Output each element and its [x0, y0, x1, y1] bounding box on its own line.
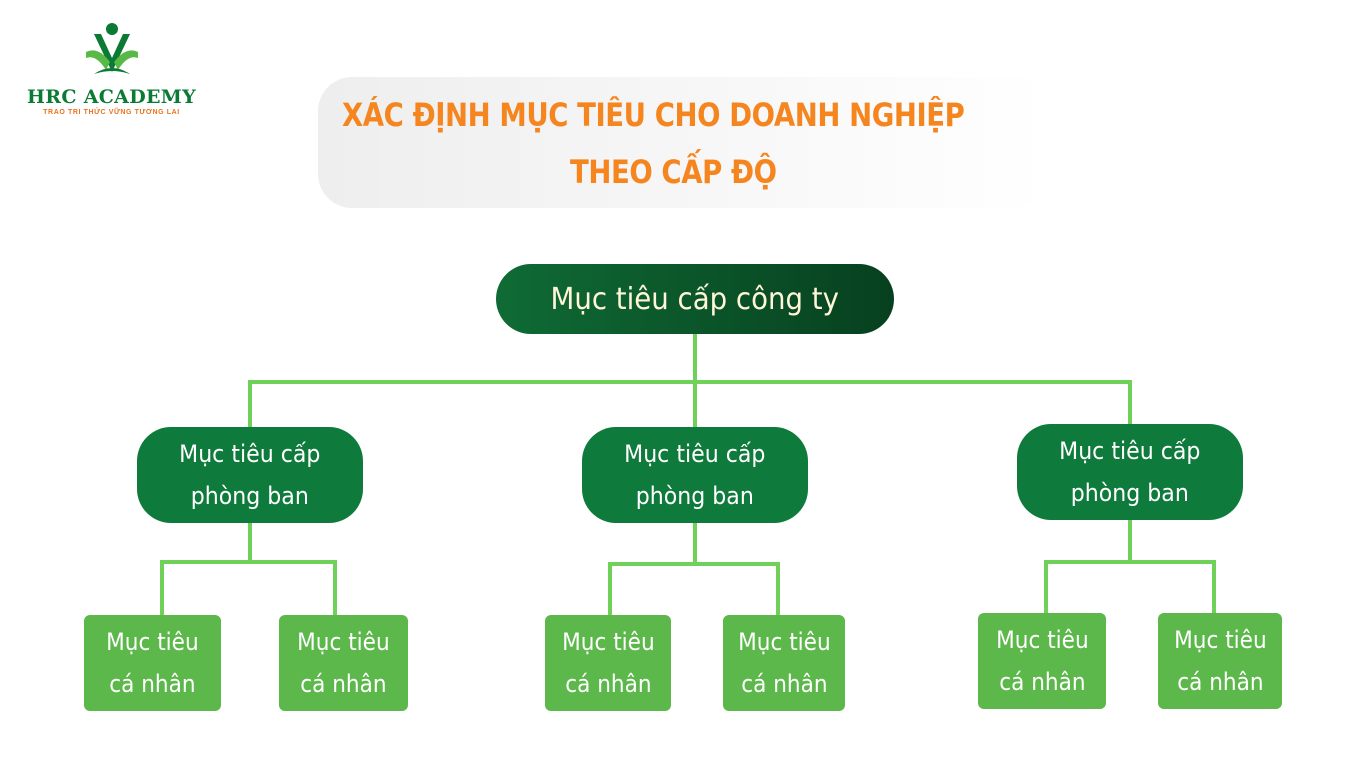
page-title-line2: THEO CẤP ĐỘ — [570, 153, 777, 191]
individual-goal-node-2a: Mục tiêu cá nhân — [545, 615, 671, 711]
individual-goal-label: Mục tiêu cá nhân — [106, 628, 199, 698]
title-panel — [318, 77, 1048, 208]
individual-goal-node-1a: Mục tiêu cá nhân — [84, 615, 221, 711]
page-title-line1: XÁC ĐỊNH MỤC TIÊU CHO DOANH NGHIỆP — [342, 96, 965, 134]
department-goal-node-2: Mục tiêu cấp phòng ban — [582, 427, 808, 523]
individual-goal-label: Mục tiêu cá nhân — [561, 628, 655, 698]
individual-goal-label: Mục tiêu cá nhân — [995, 626, 1089, 696]
department-goal-node-3: Mục tiêu cấp phòng ban — [1017, 424, 1243, 520]
individual-goal-node-2b: Mục tiêu cá nhân — [723, 615, 845, 711]
department-goal-node-1: Mục tiêu cấp phòng ban — [137, 427, 363, 523]
brand-name: HRC ACADEMY — [27, 86, 196, 108]
department-goal-label: Mục tiêu cấp phòng ban — [1059, 437, 1201, 507]
individual-goal-node-1b: Mục tiêu cá nhân — [279, 615, 408, 711]
department-goal-label: Mục tiêu cấp phòng ban — [624, 440, 766, 510]
hrc-logo-icon — [85, 23, 138, 74]
individual-goal-label: Mục tiêu cá nhân — [1173, 626, 1267, 696]
brand-logo: HRC ACADEMY TRAO TRI THỨC VỮNG TƯƠNG LAI — [24, 22, 199, 116]
individual-goal-label: Mục tiêu cá nhân — [737, 628, 831, 698]
individual-goal-label: Mục tiêu cá nhân — [297, 628, 390, 698]
company-goal-node: Mục tiêu cấp công ty — [496, 264, 894, 334]
company-goal-label: Mục tiêu cấp công ty — [550, 281, 840, 317]
department-goal-label: Mục tiêu cấp phòng ban — [179, 440, 321, 510]
individual-goal-node-3b: Mục tiêu cá nhân — [1158, 613, 1282, 709]
brand-tagline: TRAO TRI THỨC VỮNG TƯƠNG LAI — [43, 109, 180, 116]
individual-goal-node-3a: Mục tiêu cá nhân — [978, 613, 1106, 709]
